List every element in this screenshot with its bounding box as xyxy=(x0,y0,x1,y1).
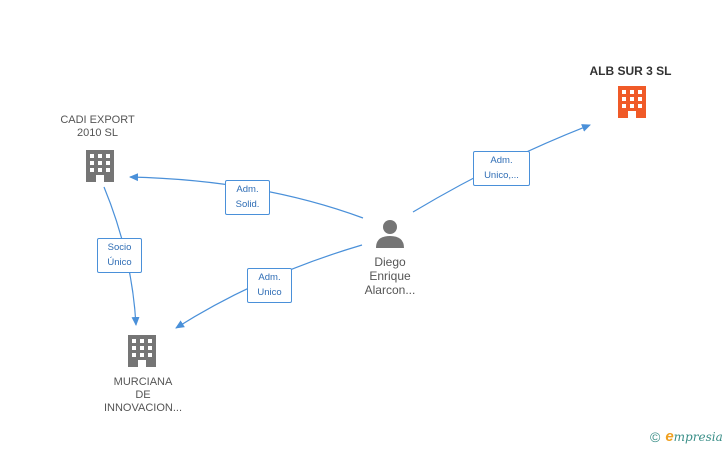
building-icon[interactable] xyxy=(84,148,116,184)
murciana-label-line-1: MURCIANA xyxy=(113,376,173,388)
building-icon[interactable] xyxy=(616,84,648,120)
edge-label-line: Adm. xyxy=(258,272,281,283)
person-label-line-2: Enrique xyxy=(369,269,411,283)
edge-label-line: Socio xyxy=(107,242,132,253)
edge-label-line: Único xyxy=(107,257,132,268)
person-label-line-1: Diego xyxy=(374,255,406,269)
cadi-export-label[interactable]: CADI EXPORT 2010 SL xyxy=(50,114,145,140)
edge-label-line: Unico,... xyxy=(484,170,519,181)
edge-label-adm-unico-murciana[interactable]: Adm. Unico xyxy=(247,268,292,303)
empresia-brand: © empresia xyxy=(650,428,723,445)
person-label-line-3: Alarcon... xyxy=(364,283,416,297)
murciana-label-line-3: INNOVACION... xyxy=(103,402,183,414)
edge-label-line: Adm. xyxy=(490,155,513,166)
edge-label-line: Unico xyxy=(257,287,282,298)
murciana-label-line-2: DE xyxy=(135,389,151,401)
edge-label-adm-solid[interactable]: Adm. Solid. xyxy=(225,180,270,215)
edge-label-socio-unico[interactable]: Socio Único xyxy=(97,238,142,273)
murciana-label[interactable]: MURCIANA DE INNOVACION... xyxy=(88,376,198,415)
cadi-label-line-1: CADI EXPORT xyxy=(60,114,135,126)
copyright-symbol: © xyxy=(650,428,661,445)
person-icon[interactable] xyxy=(374,218,406,248)
building-icon[interactable] xyxy=(126,333,158,369)
edge-label-line: Adm. xyxy=(236,184,259,195)
empresia-logo: empresia xyxy=(665,428,723,445)
edge-label-line: Solid. xyxy=(235,199,260,210)
cadi-label-line-2: 2010 SL xyxy=(77,127,118,139)
alb-sur-label[interactable]: ALB SUR 3 SL xyxy=(589,64,672,78)
edge-label-adm-unico-alb[interactable]: Adm. Unico,... xyxy=(473,151,530,186)
person-label[interactable]: Diego Enrique Alarcon... xyxy=(340,255,440,297)
